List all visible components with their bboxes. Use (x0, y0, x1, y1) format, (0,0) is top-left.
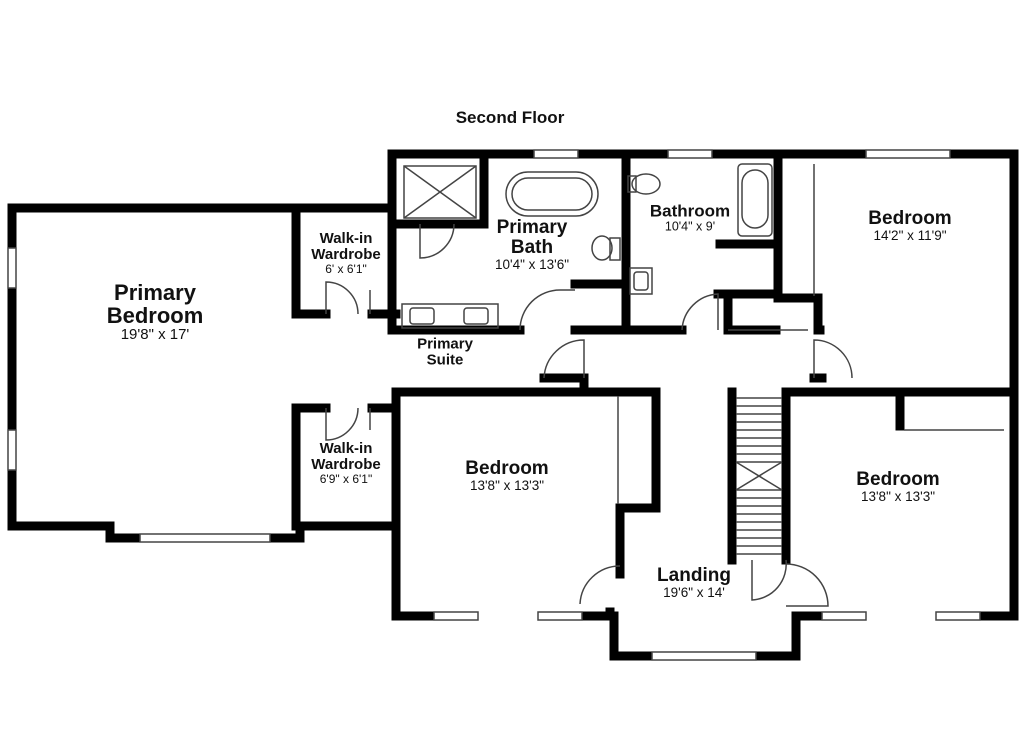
room-label-primary-bath: Primary Bath 10'4" x 13'6" (495, 218, 569, 272)
room-name: Primary (114, 280, 196, 306)
room-name: Landing (657, 564, 731, 586)
walls (7, 149, 1019, 661)
room-label-primary-bedroom: Primary Bedroom 19'8" x 17' (107, 281, 204, 343)
room-name: Bath (510, 236, 554, 258)
room-dimensions: 13'8" x 13'3" (469, 477, 545, 493)
room-name: Bedroom (465, 457, 549, 479)
room-dimensions: 19'6" x 14' (663, 584, 725, 600)
room-name: Primary (417, 335, 473, 353)
room-label-bathroom: Bathroom 10'4" x 9' (649, 201, 731, 234)
room-label-walkin-wardrobe-1: Walk-in Wardrobe 6' x 6'1" (311, 231, 380, 275)
room-dimensions: 6' x 6'1" (325, 261, 367, 276)
room-dimensions: 13'8" x 13'3" (860, 488, 936, 504)
floor-title: Second Floor (455, 108, 565, 127)
room-dimensions: 19'8" x 17' (120, 326, 190, 344)
room-name: Walk-in (319, 439, 373, 457)
room-name: Bedroom (106, 303, 204, 329)
room-name: Wardrobe (311, 245, 381, 263)
room-name: Bathroom (649, 201, 731, 221)
room-label-bedroom-center: Bedroom 13'8" x 13'3" (465, 459, 548, 493)
room-name: Walk-in (319, 229, 373, 247)
room-label-bedroom-ne: Bedroom 14'2" x 11'9" (868, 209, 951, 243)
room-dimensions: 10'4" x 13'6" (494, 256, 570, 272)
room-name: Primary (496, 216, 568, 238)
room-label-primary-suite: Primary Suite (417, 336, 473, 368)
room-name: Wardrobe (311, 455, 381, 473)
room-name: Suite (426, 351, 464, 368)
room-label-landing: Landing 19'6" x 14' (657, 566, 731, 600)
thin-lines (7, 149, 1004, 661)
room-dimensions: 6'9" x 6'1" (319, 471, 373, 486)
room-dimensions: 14'2" x 11'9" (873, 227, 947, 243)
room-label-bedroom-se: Bedroom 13'8" x 13'3" (856, 470, 939, 504)
room-name: Bedroom (856, 468, 940, 490)
room-name: Bedroom (868, 207, 952, 229)
stair-treads (735, 397, 783, 555)
room-dimensions: 10'4" x 9' (664, 219, 716, 234)
room-label-walkin-wardrobe-2: Walk-in Wardrobe 6'9" x 6'1" (311, 441, 380, 485)
